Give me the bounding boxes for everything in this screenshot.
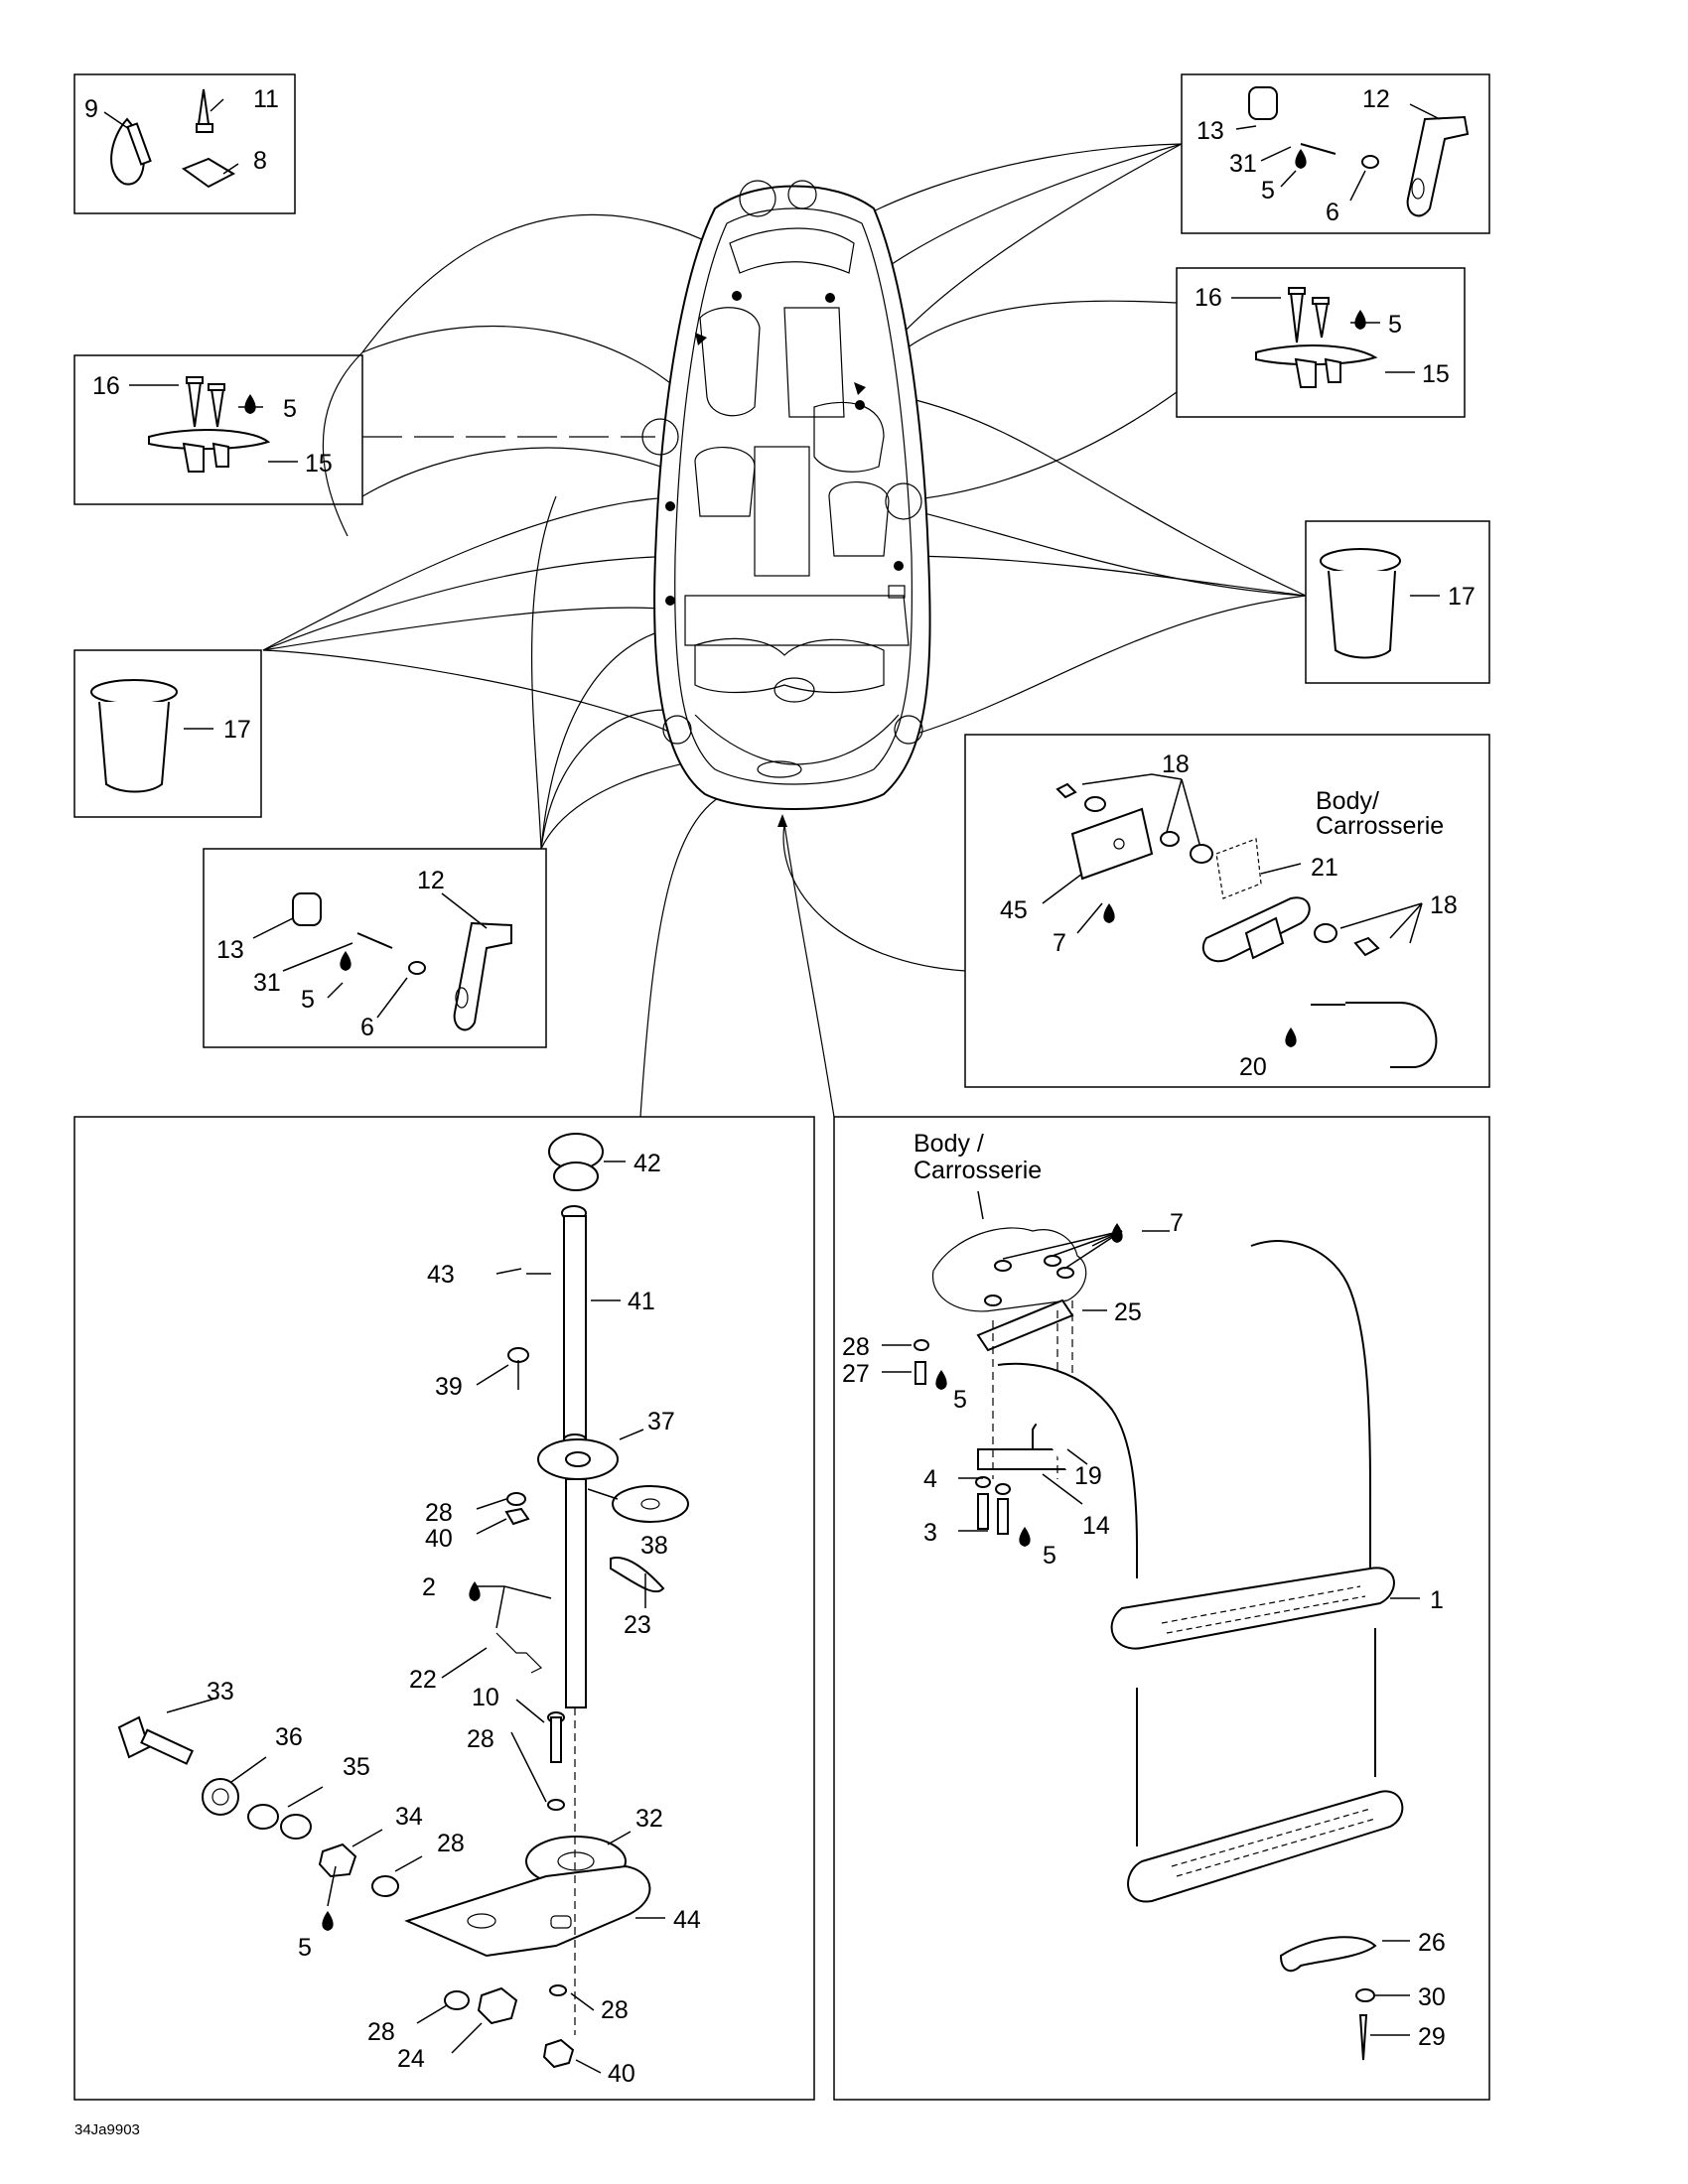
callout-23: 23	[624, 1611, 651, 1639]
callout-2: 2	[422, 1573, 436, 1601]
carrosserie-label: Carrosserie	[914, 1157, 1042, 1184]
callout-27: 27	[842, 1360, 870, 1388]
callout-7: 7	[1053, 929, 1066, 957]
callout-20: 20	[1239, 1053, 1267, 1081]
callout-4: 4	[923, 1465, 937, 1493]
callout-18: 18	[1430, 891, 1458, 919]
callout-13: 13	[1196, 117, 1224, 145]
boat-hull-top-view	[641, 180, 931, 810]
cup-holder-left: 17	[73, 649, 262, 818]
boarding-ladder-kit: Body / Carrosserie	[833, 1116, 1490, 2101]
cleat-kit-lower-left: 12 13 31 5 6	[203, 848, 547, 1048]
callout-12: 12	[417, 867, 445, 894]
callout-17: 17	[1448, 583, 1476, 611]
callout-44: 44	[673, 1906, 701, 1934]
cleat-kit-left: 16 5 15	[73, 354, 363, 505]
callout-5: 5	[1388, 311, 1402, 339]
figure-reference: 34Ja9903	[74, 2121, 140, 2138]
callout-5: 5	[301, 986, 315, 1014]
callout-29: 29	[1418, 2023, 1446, 2051]
callout-3: 3	[923, 1519, 937, 1547]
callout-43: 43	[427, 1261, 455, 1289]
callout-9: 9	[84, 95, 98, 123]
mast-post-kit: 42 43 41 39 37 28 40 38 2 23 22 10 33 36…	[73, 1116, 815, 2101]
cleat-kit-top-right: 13 12 31 5 6	[1181, 73, 1490, 234]
callout-33: 33	[207, 1678, 234, 1706]
callout-12: 12	[1362, 85, 1390, 113]
callout-1: 1	[1430, 1586, 1444, 1614]
callout-24: 24	[397, 2045, 425, 2073]
callout-6: 6	[360, 1014, 374, 1041]
body-label: Body /	[914, 1130, 984, 1158]
callout-18: 18	[1162, 751, 1190, 778]
callout-31: 31	[253, 969, 281, 997]
callout-34: 34	[395, 1803, 423, 1831]
tie-clip-box: 9 11 8	[73, 73, 296, 214]
callout-32: 32	[635, 1805, 663, 1833]
callout-8: 8	[253, 147, 267, 175]
callout-40: 40	[608, 2060, 635, 2088]
callout-16: 16	[1195, 284, 1222, 312]
callout-28: 28	[842, 1333, 870, 1361]
callout-45: 45	[1000, 896, 1028, 924]
callout-5: 5	[1261, 177, 1275, 205]
callout-5: 5	[1043, 1542, 1056, 1570]
body-label: Body/	[1316, 787, 1379, 815]
callout-28: 28	[467, 1725, 494, 1753]
callout-30: 30	[1418, 1983, 1446, 2011]
carrosserie-label: Carrosserie	[1316, 812, 1444, 840]
callout-13: 13	[216, 936, 244, 964]
callout-38: 38	[640, 1532, 668, 1560]
callout-25: 25	[1114, 1298, 1142, 1326]
callout-10: 10	[472, 1684, 499, 1711]
cup-holder-right: 17	[1305, 520, 1490, 684]
callout-39: 39	[435, 1373, 463, 1401]
callout-16: 16	[92, 372, 120, 400]
cleat-kit-right: 16 5 15	[1176, 267, 1466, 418]
callout-28: 28	[601, 1996, 629, 2024]
callout-26: 26	[1418, 1929, 1446, 1957]
callout-35: 35	[343, 1753, 370, 1781]
callout-36: 36	[275, 1723, 303, 1751]
callout-5: 5	[953, 1386, 967, 1414]
callout-28: 28	[367, 2018, 395, 2046]
callout-17: 17	[223, 716, 251, 744]
callout-5: 5	[283, 395, 297, 423]
callout-37: 37	[647, 1408, 675, 1435]
callout-40: 40	[425, 1525, 453, 1553]
callout-21: 21	[1311, 854, 1338, 882]
callout-7: 7	[1170, 1209, 1184, 1237]
bow-eye-bracket-kit: Body/ Carrosserie 18 45 7 21 18 20	[964, 734, 1490, 1088]
callout-42: 42	[633, 1150, 661, 1177]
callout-11: 11	[253, 85, 279, 113]
callout-28: 28	[437, 1830, 465, 1857]
callout-14: 14	[1082, 1512, 1110, 1540]
callout-15: 15	[305, 450, 333, 478]
callout-15: 15	[1422, 360, 1450, 388]
callout-41: 41	[628, 1288, 655, 1315]
callout-22: 22	[409, 1666, 437, 1694]
callout-5: 5	[298, 1934, 312, 1962]
callout-31: 31	[1229, 150, 1257, 178]
callout-28: 28	[425, 1499, 453, 1527]
arrows	[695, 333, 866, 827]
callout-6: 6	[1326, 199, 1339, 226]
callout-19: 19	[1074, 1462, 1102, 1490]
